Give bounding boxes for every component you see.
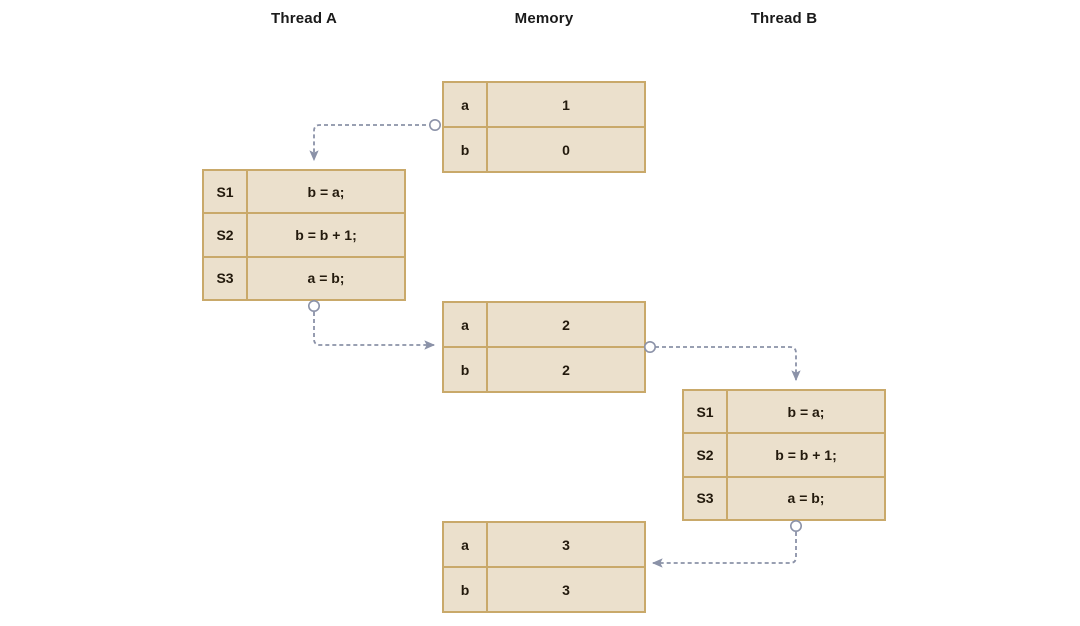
memory-state-table-3: a 3 b 3 [442, 521, 646, 613]
statement-label: S2 [204, 214, 248, 256]
statement-label: S3 [204, 257, 248, 299]
memory-variable-name: a [444, 523, 488, 566]
memory-state-table-1: a 1 b 0 [442, 81, 646, 173]
connector-mem2-to-thread-b [643, 340, 801, 382]
memory-variable-value: 1 [562, 96, 570, 113]
statement-label: S1 [684, 391, 728, 433]
connector-thread-a-to-mem2 [307, 299, 436, 350]
connector-source-circle [307, 299, 320, 312]
connector-source-circle [789, 519, 802, 532]
table-row: b 2 [444, 348, 644, 391]
column-heading-thread-b: Thread B [750, 10, 818, 27]
table-row: b 0 [444, 128, 644, 171]
memory-state-table-2: a 2 b 2 [442, 301, 646, 393]
memory-variable-value: 2 [562, 316, 570, 333]
memory-variable-name: a [444, 303, 488, 346]
table-row: S1 b = a; [204, 171, 404, 215]
memory-variable-value: 2 [562, 361, 570, 378]
memory-variable-name: a [444, 83, 488, 126]
memory-variable-name: b [444, 128, 488, 171]
statement-code: b = a; [787, 403, 825, 420]
table-row: S2 b = b + 1; [684, 434, 884, 478]
thread-a-code-table: S1 b = a; S2 b = b + 1; S3 a = b; [202, 169, 406, 301]
table-row: a 3 [444, 523, 644, 568]
memory-variable-name: b [444, 348, 488, 391]
statement-code: b = a; [307, 183, 345, 200]
memory-variable-value: 3 [562, 536, 570, 553]
table-row: S3 a = b; [684, 477, 884, 519]
table-row: S1 b = a; [684, 391, 884, 435]
column-heading-thread-a: Thread A [270, 10, 338, 27]
connector-mem1-to-thread-a [309, 119, 441, 162]
column-heading-memory: Memory [514, 10, 574, 27]
memory-variable-name: b [444, 568, 488, 611]
thread-b-code-table: S1 b = a; S2 b = b + 1; S3 a = b; [682, 389, 886, 521]
statement-label: S2 [684, 434, 728, 476]
connector-source-circle [428, 119, 441, 132]
statement-code: b = b + 1; [775, 446, 837, 463]
memory-variable-value: 0 [562, 141, 570, 158]
table-row: a 1 [444, 83, 644, 128]
statement-label: S3 [684, 477, 728, 519]
memory-variable-value: 3 [562, 581, 570, 598]
table-row: b 3 [444, 568, 644, 611]
statement-code: b = b + 1; [295, 226, 357, 243]
statement-label: S1 [204, 171, 248, 213]
table-row: S2 b = b + 1; [204, 214, 404, 258]
table-row: S3 a = b; [204, 257, 404, 299]
statement-code: a = b; [787, 490, 825, 507]
connector-source-circle [643, 340, 656, 353]
table-row: a 2 [444, 303, 644, 348]
statement-code: a = b; [307, 270, 345, 287]
connector-thread-b-to-mem3 [651, 519, 802, 568]
